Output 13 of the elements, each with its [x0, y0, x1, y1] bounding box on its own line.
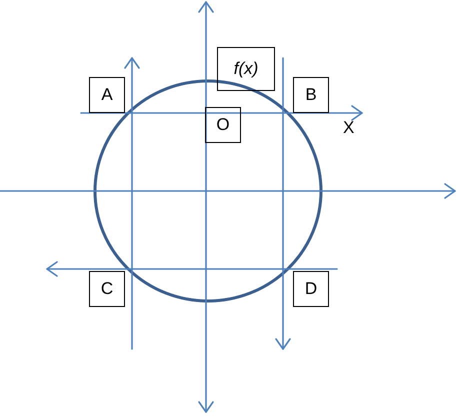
function-label: f(x): [234, 59, 258, 79]
label-box: [89, 77, 125, 113]
label-box: [217, 47, 275, 91]
label-box: [293, 271, 329, 307]
point-label: B: [305, 85, 317, 105]
point-label: D: [304, 279, 318, 299]
point-label: C: [100, 279, 114, 299]
label-box: [89, 271, 125, 307]
point-label: O: [216, 115, 230, 135]
point-label: A: [101, 85, 113, 105]
axis-label: X: [343, 118, 354, 138]
label-box: [205, 107, 241, 143]
label-box: [293, 77, 329, 113]
